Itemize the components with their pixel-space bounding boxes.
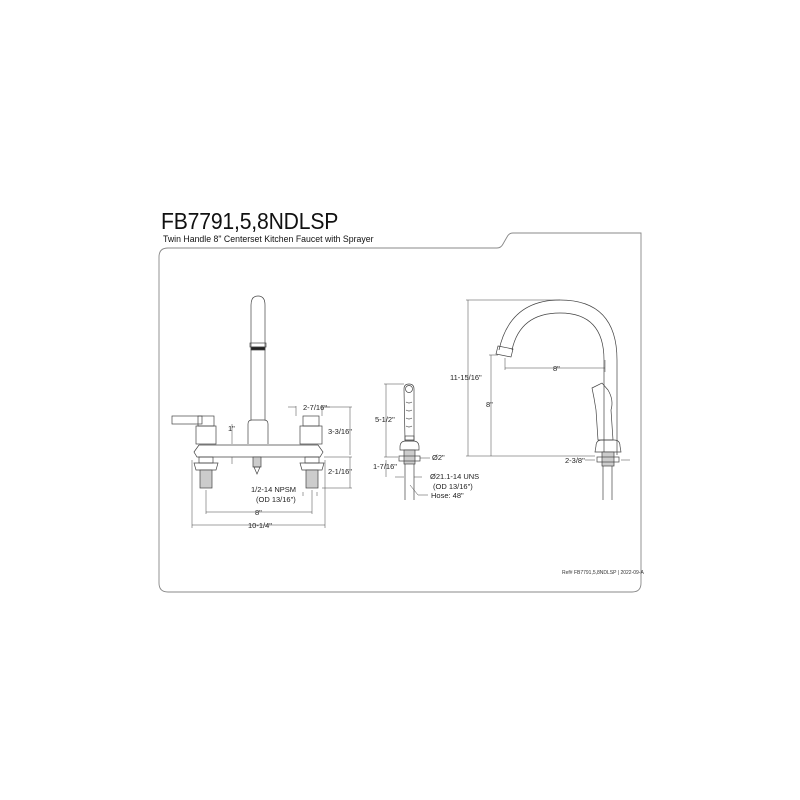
- sprayer-dimension-lines: [384, 383, 430, 496]
- product-description: Twin Handle 8" Centerset Kitchen Faucet …: [163, 234, 374, 245]
- dim-handle-height: 3-3/16": [328, 427, 352, 436]
- dim-sprayer-thread: Ø21.1-14 UNS: [430, 472, 479, 481]
- dim-overall-height: 11-15/16": [450, 373, 482, 382]
- sprayer-drawing: [398, 383, 421, 500]
- dim-sprayer-thread-od: (OD 13/16"): [433, 482, 473, 491]
- dim-spout-height: 8": [486, 400, 493, 409]
- dim-thread-od: (OD 13/16"): [256, 495, 296, 504]
- dim-shank-length: 2-1/16": [328, 467, 352, 476]
- dim-thread: 1/2-14 NPSM: [251, 485, 296, 494]
- dim-sprayer-height: 5-1/2": [375, 415, 395, 424]
- model-number-title: FB7791,5,8NDLSP: [161, 208, 339, 234]
- dim-sprayer-base-diameter: Ø2": [432, 453, 445, 462]
- dim-base-diameter: 2-3/8": [565, 456, 585, 465]
- side-view-dimension-lines: [466, 299, 630, 461]
- dim-center-spacing: 8": [255, 508, 262, 517]
- reference-footer: Ref# FB7791,5,8NDLSP | 2022-09-A: [562, 570, 644, 576]
- dim-hose-length: Hose: 48": [431, 491, 464, 500]
- dim-overall-width: 10-1/4": [248, 521, 272, 530]
- drawing-frame: [158, 232, 642, 593]
- dim-handle-width: 2-7/16": [303, 403, 327, 412]
- dim-deck-to-base: 1": [228, 424, 235, 433]
- front-view-faucet: [171, 295, 325, 489]
- dim-sprayer-shank: 1-7/16": [373, 462, 397, 471]
- front-view-dimension-lines: [191, 406, 352, 528]
- dim-spout-reach: 8": [553, 364, 560, 373]
- side-view-faucet: [495, 299, 622, 500]
